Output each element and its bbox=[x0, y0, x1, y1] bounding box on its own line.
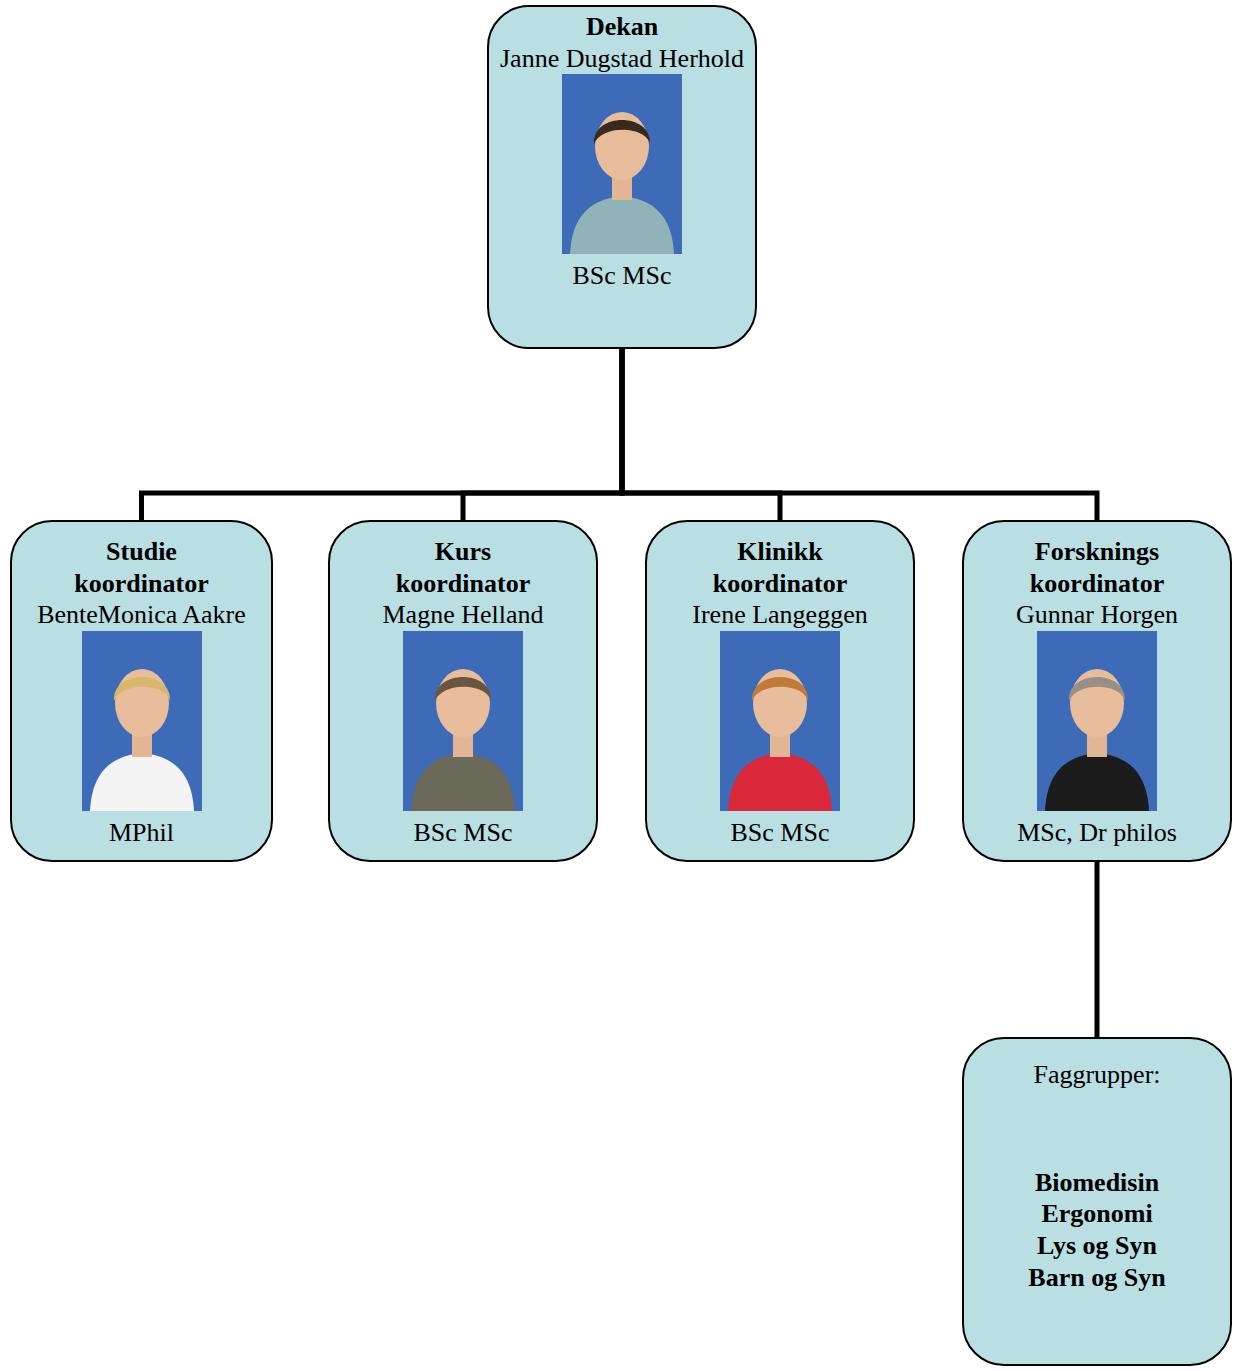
portrait-photo bbox=[82, 631, 202, 811]
degree-text: MSc, Dr philos bbox=[1017, 817, 1177, 849]
degree-text: BSc MSc bbox=[573, 260, 672, 292]
role-title: Kurs koordinator bbox=[376, 536, 551, 599]
group-box: Faggrupper: BiomedisinErgonomiLys og SynB… bbox=[962, 1037, 1232, 1366]
role-title: Studie koordinator bbox=[54, 536, 229, 599]
degree-text: BSc MSc bbox=[731, 817, 830, 849]
role-title: Forsknings koordinator bbox=[1010, 536, 1185, 599]
portrait-photo bbox=[1037, 631, 1157, 811]
person-name: Magne Helland bbox=[382, 599, 543, 631]
org-connector bbox=[622, 349, 1097, 520]
role-box: Klinikk koordinatorIrene LangeggenBSc MS… bbox=[645, 520, 915, 862]
group-item: Barn og Syn bbox=[1028, 1262, 1165, 1294]
group-heading: Faggrupper: bbox=[1033, 1059, 1160, 1091]
person-name: Gunnar Horgen bbox=[1016, 599, 1178, 631]
role-box: Forsknings koordinatorGunnar HorgenMSc, … bbox=[962, 520, 1232, 862]
person-name: BenteMonica Aakre bbox=[37, 599, 246, 631]
role-box: Studie koordinatorBenteMonica AakreMPhil bbox=[10, 520, 273, 862]
person-name: Janne Dugstad Herhold bbox=[500, 43, 744, 75]
org-connector bbox=[142, 349, 623, 520]
role-box: DekanJanne Dugstad HerholdBSc MSc bbox=[487, 5, 757, 349]
org-connector bbox=[463, 349, 622, 520]
role-box: Kurs koordinatorMagne HellandBSc MSc bbox=[328, 520, 598, 862]
portrait-photo bbox=[720, 631, 840, 811]
group-item: Biomedisin bbox=[1035, 1167, 1159, 1199]
degree-text: MPhil bbox=[109, 817, 174, 849]
role-title: Dekan bbox=[586, 11, 658, 43]
degree-text: BSc MSc bbox=[414, 817, 513, 849]
portrait-photo bbox=[562, 74, 682, 254]
role-title: Klinikk koordinator bbox=[693, 536, 868, 599]
group-item: Lys og Syn bbox=[1037, 1230, 1157, 1262]
org-connector bbox=[1095, 862, 1100, 1037]
group-item: Ergonomi bbox=[1041, 1198, 1152, 1230]
portrait-photo bbox=[403, 631, 523, 811]
person-name: Irene Langeggen bbox=[692, 599, 867, 631]
